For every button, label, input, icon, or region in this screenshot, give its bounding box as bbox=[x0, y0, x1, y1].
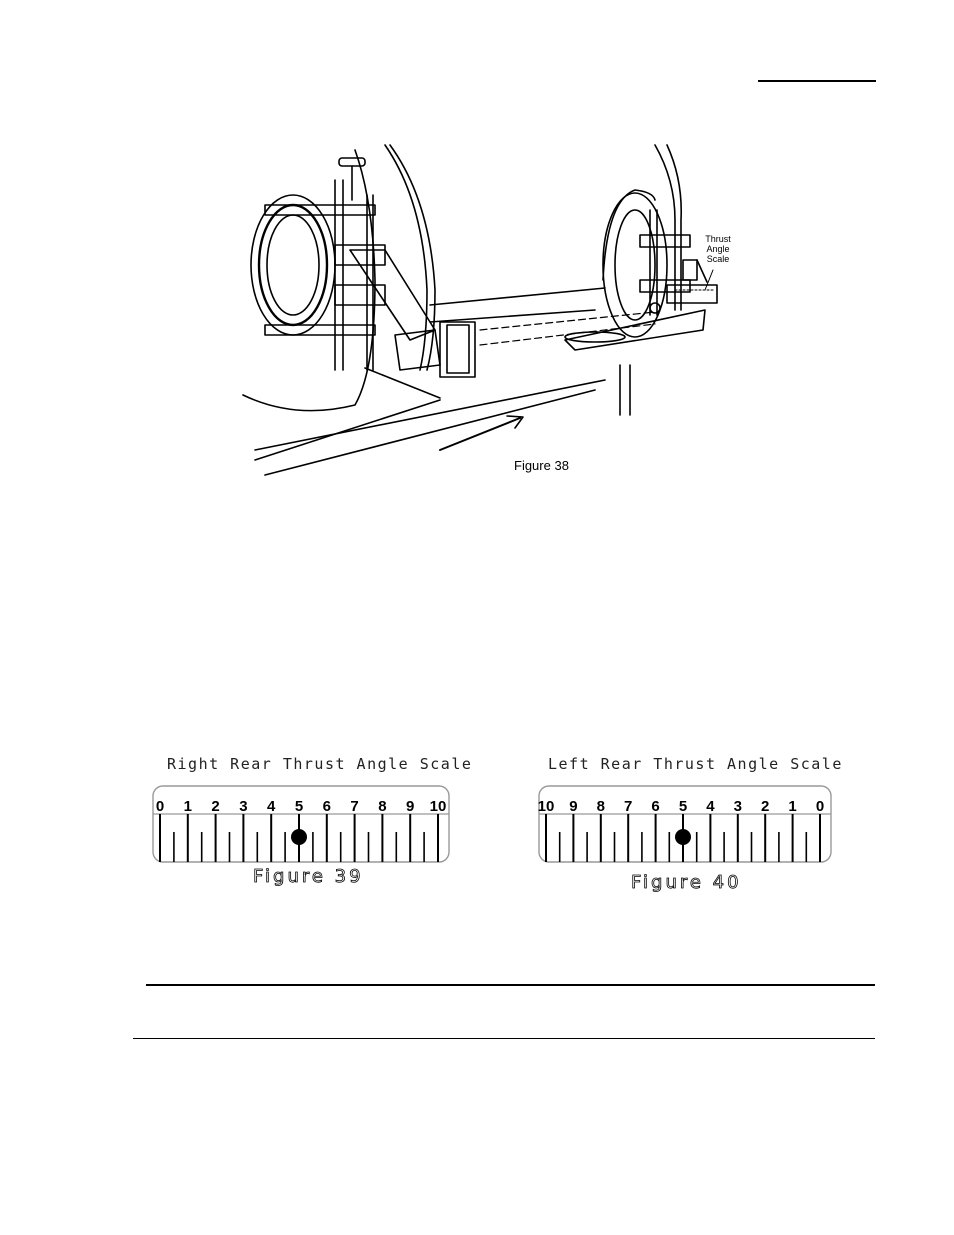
figure-40-caption: Figure 40 bbox=[631, 872, 742, 894]
scale39-number-label: 4 bbox=[267, 798, 276, 815]
scale39-number-label: 7 bbox=[350, 798, 358, 815]
callout-line-1: Thrust bbox=[705, 234, 731, 244]
scale39-number-label: 1 bbox=[184, 798, 192, 815]
scale40-number-label: 9 bbox=[569, 798, 577, 815]
scale39-number-label: 8 bbox=[378, 798, 386, 815]
scale39-outline bbox=[152, 785, 450, 863]
figure-40-title: Left Rear Thrust Angle Scale bbox=[548, 755, 843, 773]
scale39-number-label: 2 bbox=[211, 798, 219, 815]
figure-38-wheel-alignment-drawing bbox=[242, 144, 718, 476]
scale40-number-label: 10 bbox=[538, 798, 555, 815]
bottom-rule-upper bbox=[146, 984, 875, 986]
callout-line-2: Angle bbox=[706, 244, 730, 254]
scale40-number-label: 1 bbox=[788, 798, 796, 815]
figure-38-caption: Figure 38 bbox=[514, 458, 569, 473]
scale40-number-label: 6 bbox=[651, 798, 659, 815]
header-rule bbox=[758, 80, 876, 82]
scale39-marker-dot bbox=[291, 829, 307, 845]
bottom-rule-lower bbox=[133, 1038, 875, 1039]
scale40-marker-dot bbox=[675, 829, 691, 845]
scale39-number-label: 9 bbox=[406, 798, 414, 815]
scale40-number-label: 5 bbox=[679, 798, 687, 815]
scale39-number-label: 10 bbox=[430, 798, 447, 815]
scale39-number-label: 5 bbox=[295, 798, 303, 815]
scale40-number-label: 2 bbox=[761, 798, 769, 815]
figure-39-caption: Figure 39 bbox=[253, 866, 364, 888]
scale40-number-label: 7 bbox=[624, 798, 632, 815]
scale40-number-label: 3 bbox=[734, 798, 742, 815]
right-rear-thrust-angle-scale: 0 1 2 3 4 5 6 7 8 9 10 bbox=[152, 785, 450, 863]
scale39-number-label: 3 bbox=[239, 798, 247, 815]
callout-line-3: Scale bbox=[706, 254, 730, 264]
scale40-number-label: 4 bbox=[706, 798, 715, 815]
scale40-number-label: 8 bbox=[597, 798, 605, 815]
scale39-number-label: 0 bbox=[156, 798, 164, 815]
thrust-angle-scale-callout: Thrust Angle Scale bbox=[698, 234, 738, 264]
figure-39-title: Right Rear Thrust Angle Scale bbox=[167, 755, 473, 773]
scale40-number-label: 0 bbox=[816, 798, 824, 815]
scale40-outline bbox=[538, 785, 832, 863]
scale39-number-label: 6 bbox=[323, 798, 331, 815]
